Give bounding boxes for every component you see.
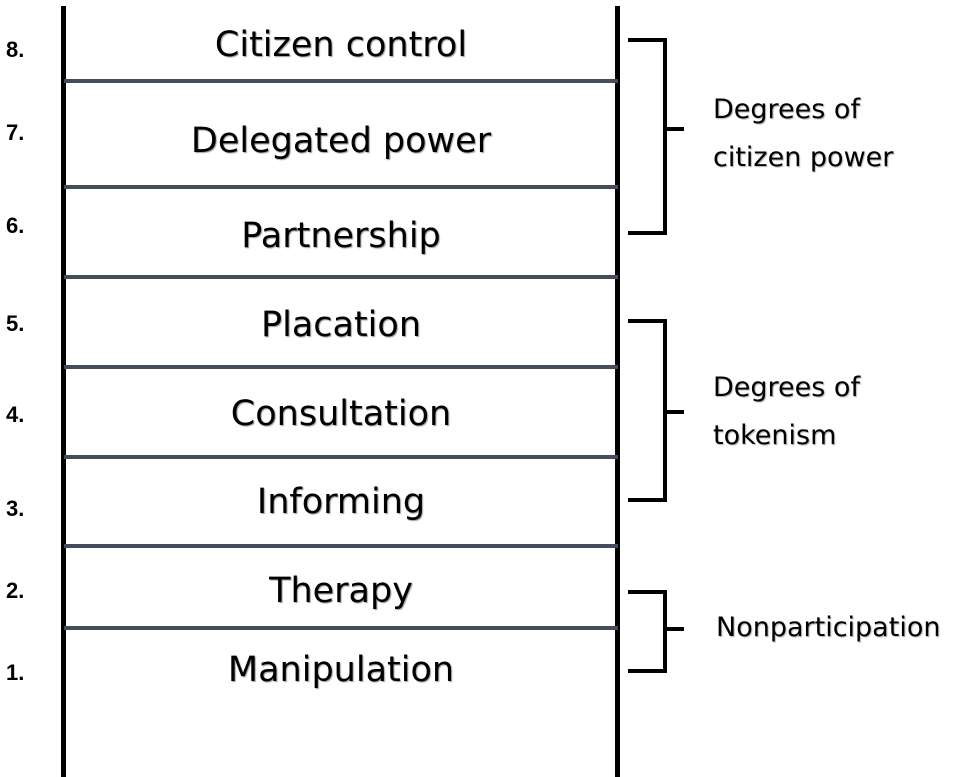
rung-number-2: 2. [6, 578, 25, 603]
rung-divider [64, 544, 618, 548]
bracket-citizen-power [628, 38, 684, 235]
rung-number-7: 7. [6, 120, 25, 145]
bracket-nonparticipation [628, 590, 684, 673]
group-label-tokenism: Degrees of tokenism [713, 372, 860, 451]
ladder-left-rail [61, 6, 66, 777]
rung-number-5: 5. [6, 311, 25, 336]
rung-divider [64, 275, 618, 279]
rung-number-3: 3. [6, 496, 25, 521]
rung-divider [64, 455, 618, 459]
rung-label-consultation: Consultation [230, 394, 452, 434]
rung-label-citizen-control: Citizen control [214, 25, 468, 65]
rung-divider [64, 365, 618, 369]
bracket-tokenism [628, 319, 684, 502]
rung-label-informing: Informing [256, 482, 426, 522]
rung-number-4: 4. [6, 402, 25, 427]
rung-number-1: 1. [6, 660, 25, 685]
rung-divider [64, 185, 618, 189]
rung-number-6: 6. [6, 213, 25, 238]
rung-label-therapy: Therapy [269, 571, 413, 611]
rung-label-delegated-power: Delegated power [190, 121, 492, 161]
rung-label-placation: Placation [260, 305, 421, 345]
rung-label-manipulation: Manipulation [227, 650, 455, 690]
rung-divider [64, 79, 618, 83]
group-label-nonparticipation: Nonparticipation [716, 612, 941, 643]
group-label-citizen-power: Degrees of citizen power [713, 94, 894, 173]
rung-label-partnership: Partnership [241, 216, 441, 256]
ladder-right-rail [615, 6, 620, 777]
rung-number-8: 8. [6, 37, 25, 62]
rung-divider [64, 626, 618, 630]
